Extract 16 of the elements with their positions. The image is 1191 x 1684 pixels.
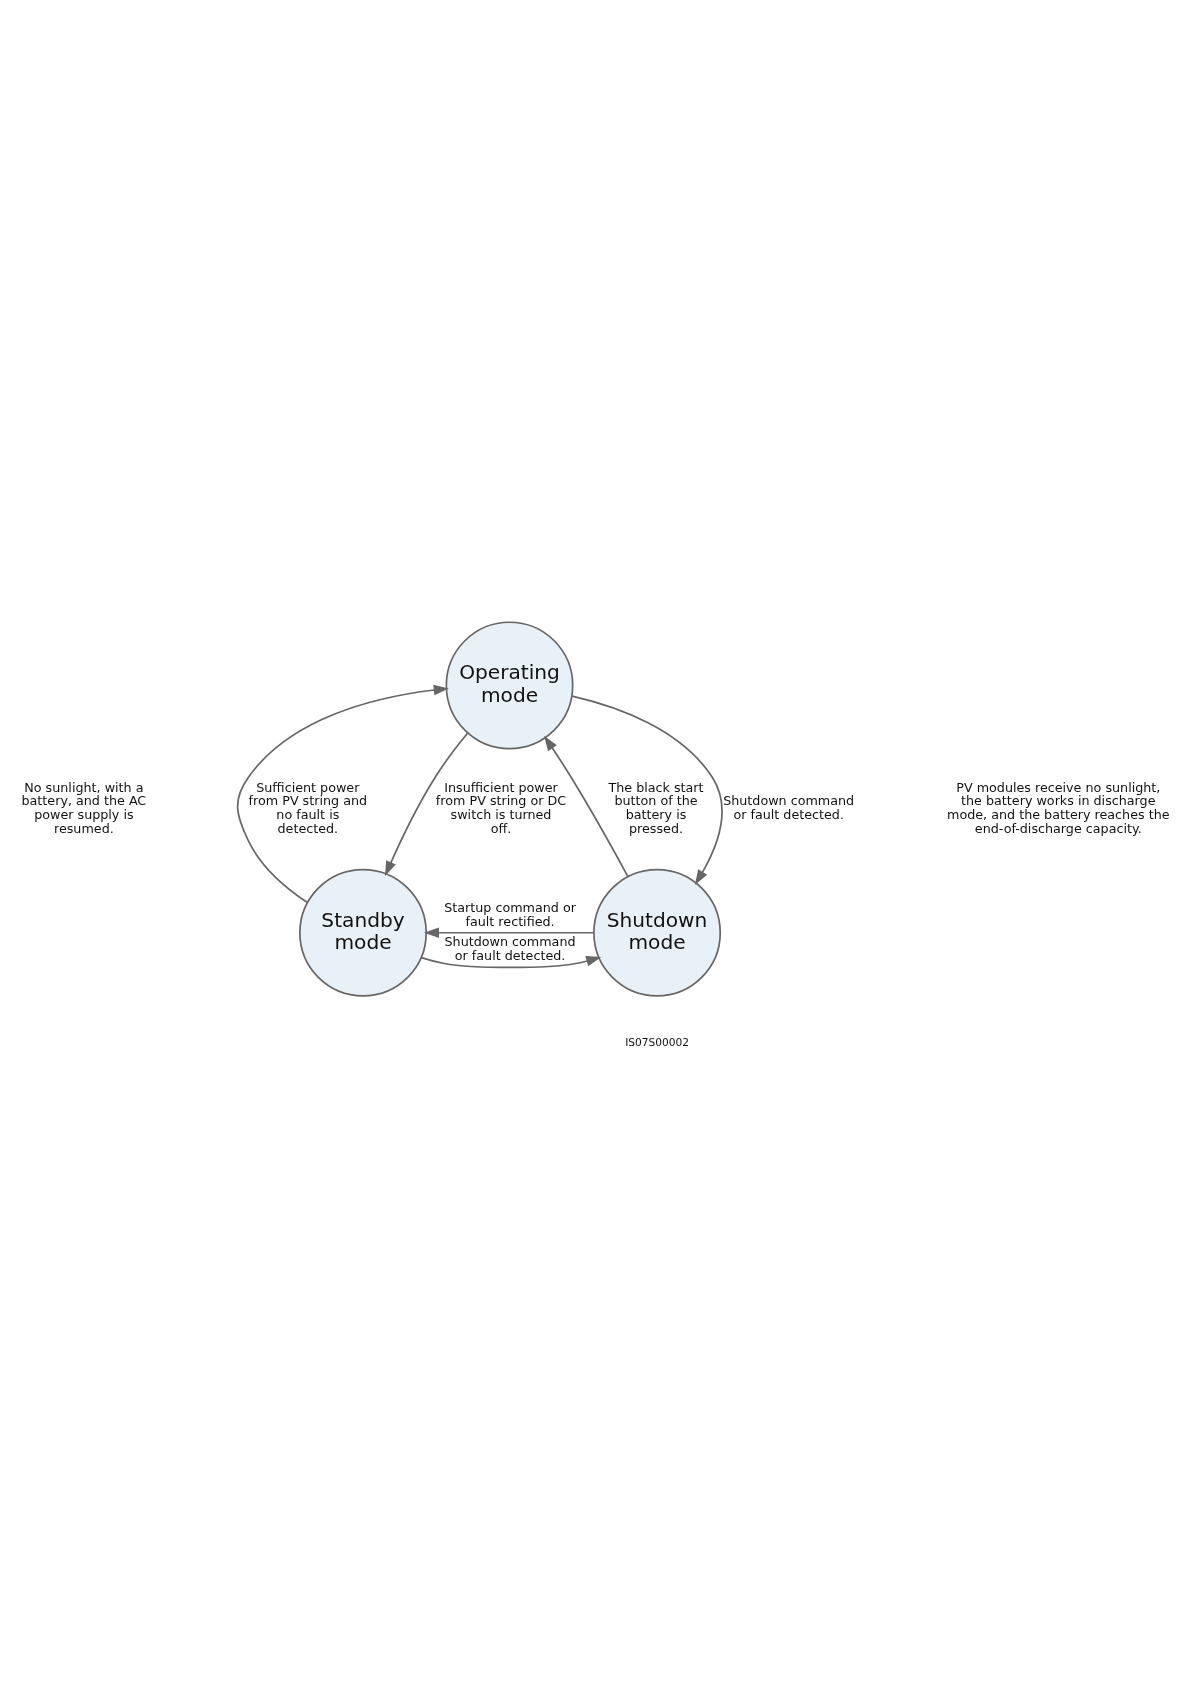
edge-label: Shutdown command or fault detected. [444,933,576,963]
edge-label: Shutdown command or fault detected. [723,792,855,822]
edge-label: The black start button of the battery is pressed. [608,779,704,836]
edge-label: Insufficient power from PV string or DC switch is turned off. [435,779,567,836]
edge-label: Sufficient power from PV string and no fault is detected. [248,779,368,836]
arrow [571,694,723,885]
arrow [385,731,469,876]
arrow [236,684,449,903]
label: IS07S00002 [625,1035,689,1049]
edge-label: Startup command or fault rectified. [444,899,576,929]
label: PV modules receive no sunlight, the battery works in discharge mode, and the battery reaches the end-of-discharge capacity. [947,779,1170,836]
arrow [423,926,595,938]
label: No sunlight, with a battery, and the AC power supply is resumed. [21,779,147,836]
arrow [544,735,629,877]
arrow [420,955,602,968]
node-circle: Standby mode [299,868,428,997]
